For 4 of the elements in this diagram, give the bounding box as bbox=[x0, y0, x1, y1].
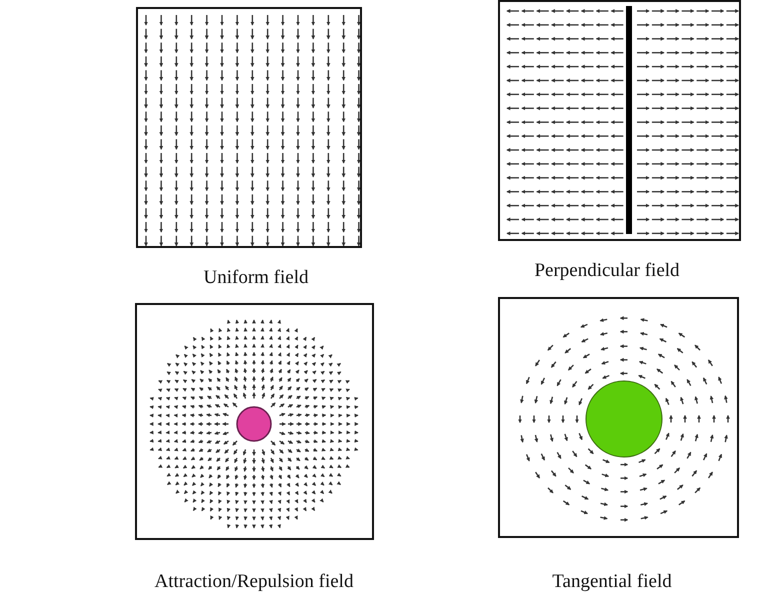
panel-caption: Uniform field bbox=[204, 267, 308, 289]
panel-caption: Tangential field bbox=[552, 571, 672, 593]
panel-caption: Perpendicular field bbox=[534, 260, 680, 282]
panel-caption: Attraction/Repulsion field bbox=[154, 571, 354, 593]
